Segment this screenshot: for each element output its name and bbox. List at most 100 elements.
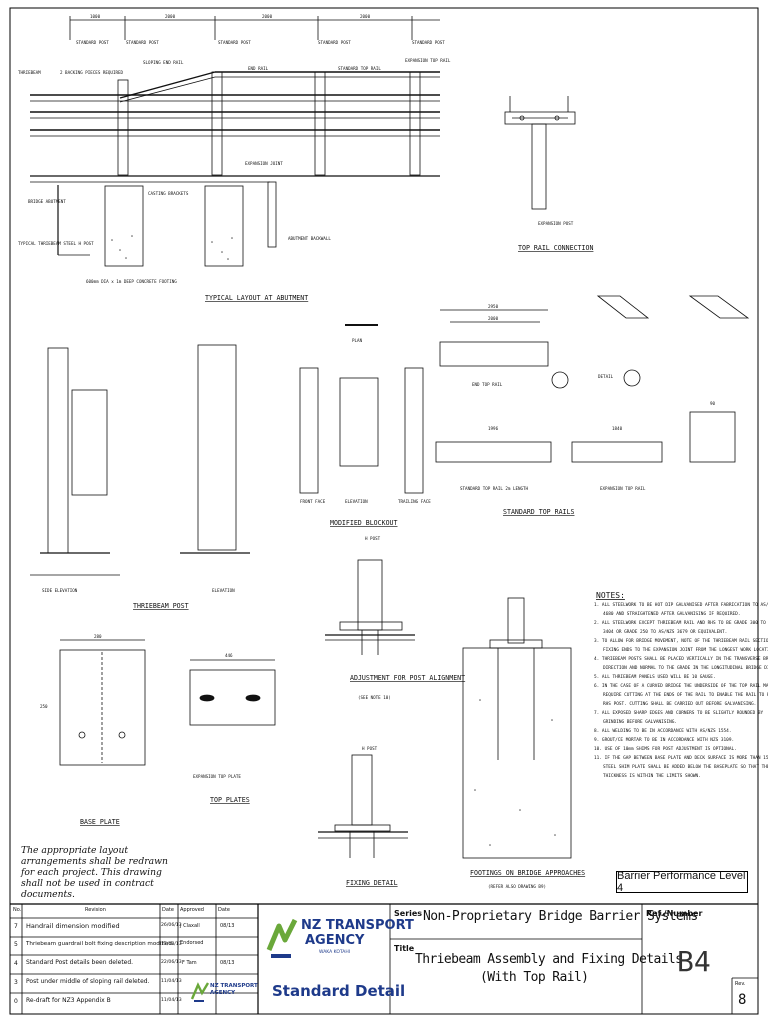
- rev-row-no: 4: [14, 960, 18, 967]
- rev-row-text: Handrail dimension modified: [26, 922, 120, 930]
- title-top-plates: TOP PLATES: [210, 796, 250, 804]
- title-typical-layout: TYPICAL LAYOUT AT ABUTMENT: [205, 294, 308, 302]
- base-plate-drawing: [59, 639, 146, 766]
- note-item: 11. IF THE GAP BETWEEN BASE PLATE AND DE…: [594, 755, 768, 779]
- nzta-logo: NZ TRANSPORT AGENCY WAKA KOTAHI: [265, 912, 414, 972]
- label-standard-post-4: STANDARD POST: [318, 40, 351, 45]
- small-logo-line2: AGENCY: [210, 990, 236, 996]
- adjustment-labels: H POST ADJUSTMENT FOR POST ALIGNMENT (SE…: [350, 536, 465, 700]
- note-item: 9. GROUT/CE MORTAR TO BE IN ACCORDANCE W…: [594, 737, 734, 743]
- nzta-small-logo-icon: [190, 982, 210, 1002]
- rev-row-text: Thriebeam guardrail bolt fixing descript…: [26, 941, 174, 947]
- rev-row-no: 5: [14, 941, 18, 948]
- nzta-logo-icon: [266, 918, 298, 958]
- dim-280: 280: [94, 634, 102, 639]
- dim-1996: 1996: [488, 426, 499, 431]
- performance-level: Barrier Performance Level 4: [616, 870, 748, 894]
- label-elevation-2: ELEVATION: [345, 499, 368, 504]
- rev-row-text: Re-draft for NZ3 Appendix B: [26, 997, 111, 1004]
- notes-block: NOTES: 1. ALL STEELWORK TO BE HOT DIP GA…: [594, 591, 768, 779]
- rev-row-no: 7: [14, 923, 18, 930]
- notes-heading: NOTES:: [596, 591, 625, 600]
- title-block: [10, 903, 758, 1014]
- label-typical-post: TYPICAL THRIEBEAM STEEL H POST: [18, 241, 94, 246]
- rev-header-no: No.: [13, 907, 22, 913]
- label-detail: DETAIL: [598, 374, 614, 379]
- label-h-post: H POST: [365, 536, 381, 541]
- rev-row-date2: 08/13: [220, 923, 235, 929]
- title-top-rail-connection: TOP RAIL CONNECTION: [518, 244, 593, 252]
- note-item: 5. ALL THRIEBEAM PANELS USED WILL BE 10 …: [594, 674, 716, 680]
- title-line2: (With Top Rail): [480, 970, 589, 985]
- dim-2000-a: 2000: [165, 14, 176, 19]
- modified-blockout-drawing: [299, 324, 424, 494]
- note-item: 10. USE OF 10mm SHIMS FOR POST ADJUSTMEN…: [594, 746, 737, 752]
- rev-row-text: Standard Post details been deleted.: [26, 959, 134, 966]
- label-end-rail: END RAIL: [248, 66, 269, 71]
- top-rail-connection-drawing: [504, 96, 576, 210]
- label-casting-brackets: CASTING BRACKETS: [148, 191, 189, 196]
- label-expansion-joint: EXPANSION JOINT: [245, 161, 283, 166]
- standard-top-rails-labels: 2950 2000 END TOP RAIL 1996 1840 90 STAN…: [460, 304, 716, 516]
- dim-2950: 2950: [488, 304, 499, 309]
- standard-top-rails-drawing: [435, 295, 750, 463]
- thriebeam-post-drawing: [30, 344, 250, 576]
- rev-row-date: 22/06/13: [161, 960, 182, 965]
- note-item: 3. TO ALLOW FOR BRIDGE MOVEMENT, NOTE OF…: [594, 638, 768, 653]
- label-expansion-top-rail-2: EXPANSION TOP RAIL: [600, 486, 646, 491]
- label-standard-post-2: STANDARD POST: [126, 40, 159, 45]
- label-h-post-2: H POST: [362, 746, 378, 751]
- label-end-top-rail: END TOP RAIL: [472, 382, 503, 387]
- top-plates-labels: 446 EXPANSION TOP PLATE TOP PLATES: [193, 653, 250, 804]
- label-plan: PLAN: [352, 338, 363, 343]
- title-line1: Thriebeam Assembly and Fixing Details: [415, 952, 683, 967]
- dim-2000-c: 2000: [360, 14, 371, 19]
- note-item: 1. ALL STEELWORK TO BE HOT DIP GALVANISE…: [594, 602, 768, 617]
- ref-label: Ref./Number: [646, 909, 703, 918]
- rev-row-date: 11/04/13: [161, 998, 182, 1003]
- note-item: 6. IN THE CASE OF A CURVED BRIDGE THE UN…: [594, 683, 768, 707]
- modified-blockout-labels: FRONT FACE ELEVATION TRAILING FACE PLAN …: [300, 338, 431, 527]
- label-refer-b9: (REFER ALSO DRAWING B9): [488, 884, 546, 889]
- rev-endorsed-label: Endorsed: [180, 940, 204, 946]
- rev-row-approved: F Tam: [182, 960, 197, 966]
- ref-value: B4: [677, 945, 711, 978]
- adjustment-drawing: [325, 559, 415, 655]
- title-adjustment: ADJUSTMENT FOR POST ALIGNMENT: [350, 674, 465, 682]
- dim-2000-rail: 2000: [488, 316, 499, 321]
- sheet-border: [9, 7, 759, 1015]
- top-rail-connection-labels: EXPANSION POST TOP RAIL CONNECTION: [518, 221, 593, 252]
- label-footing: 600mm DIA x 1m DEEP CONCRETE FOOTING: [86, 279, 177, 284]
- rev-header-revision: Revision: [85, 907, 106, 913]
- label-front-face: FRONT FACE: [300, 499, 326, 504]
- rev-row-date: 11/04/13: [161, 979, 182, 984]
- standard-detail-label: Standard Detail: [272, 982, 406, 1000]
- fixing-detail-drawing: [318, 754, 408, 858]
- title-standard-top-rails: STANDARD TOP RAILS: [503, 508, 574, 516]
- note-item: 4. THRIEBEAM POSTS SHALL BE PLACED VERTI…: [594, 656, 768, 671]
- thriebeam-post-labels: SIDE ELEVATION THRIEBEAM POST ELEVATION: [42, 588, 235, 610]
- label-expansion-top-rail: EXPANSION TOP RAIL: [405, 58, 451, 63]
- series-value: Non-Proprietary Bridge Barrier Systems: [423, 909, 698, 924]
- rev-label: Rev.: [735, 981, 746, 987]
- label-see-note-10: (SEE NOTE 10): [358, 695, 391, 700]
- label-standard-top-rail-len: STANDARD TOP RAIL 2m LENGTH: [460, 486, 529, 491]
- logo-maori: WAKA KOTAHI: [319, 950, 351, 955]
- title-fixing-detail: FIXING DETAIL: [346, 879, 398, 887]
- label-standard-post-5: STANDARD POST: [412, 40, 445, 45]
- rev-row-approved: J Claxall: [180, 923, 200, 929]
- label-sloping-end-rail: SLOPING END RAIL: [143, 60, 184, 65]
- footings-labels: FOOTINGS ON BRIDGE APPROACHES (REFER ALS…: [470, 869, 585, 889]
- rev-header-date: Date: [162, 907, 174, 913]
- title-footings: FOOTINGS ON BRIDGE APPROACHES: [470, 869, 585, 877]
- note-item: 8. ALL WELDING TO BE IN ACCORDANCE WITH …: [594, 728, 731, 734]
- base-plate-labels: 280 250 BASE PLATE: [40, 634, 120, 826]
- label-expansion-post: EXPANSION POST: [538, 221, 574, 226]
- label-thriebeam: THRIEBEAM: [18, 70, 41, 75]
- label-abutment-backwall: ABUTMENT BACKWALL: [288, 236, 331, 241]
- dim-1000: 1000: [90, 14, 101, 19]
- dim-250: 250: [40, 704, 48, 709]
- label-bridge-abutment: BRIDGE ABUTMENT: [28, 199, 66, 204]
- typical-layout-drawing: [30, 16, 440, 267]
